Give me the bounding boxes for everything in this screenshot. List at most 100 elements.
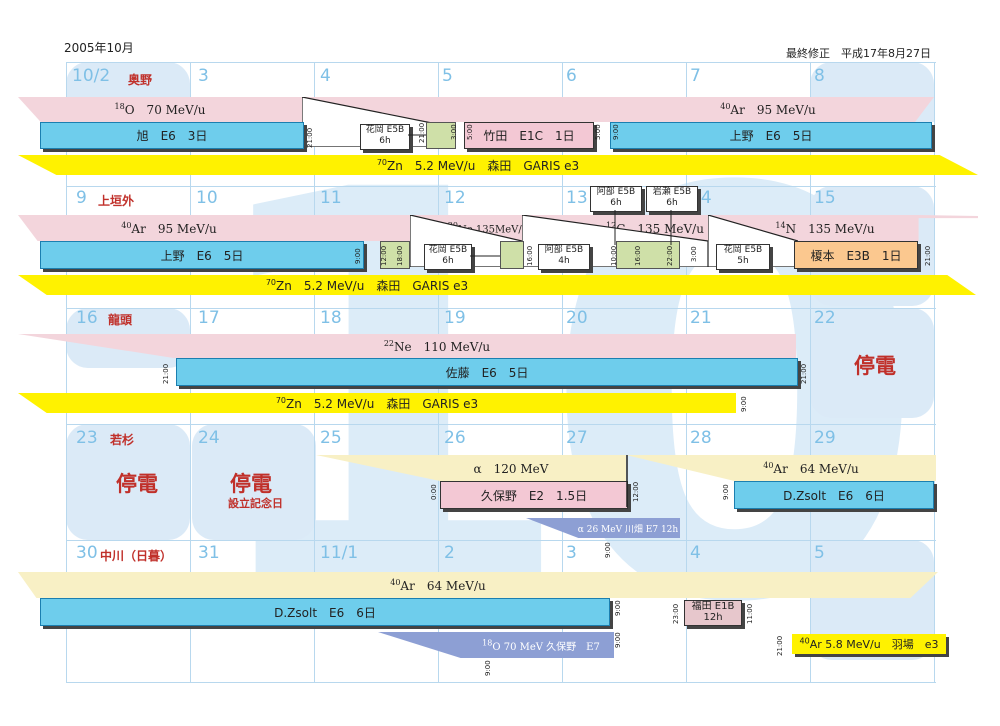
time-mark: 21:00 (162, 363, 170, 384)
beam-zn-week3: 70Zn 5.2 MeV/u 森田 GARIS e3 (18, 393, 736, 413)
day-number: 10 (196, 188, 218, 208)
day-number: 21 (690, 308, 712, 328)
day-number: 28 (690, 428, 712, 448)
day-number: 18 (320, 308, 342, 328)
beam-label: Ar 5.8 MeV/u 羽場 e3 (809, 638, 939, 651)
time-mark: 3:00 (690, 246, 698, 262)
beam-label: O 70 MeV/u (124, 103, 206, 117)
grid-row (66, 424, 936, 425)
pointer-lines (408, 134, 672, 257)
transition-wedge (626, 455, 628, 507)
isotope-mass: 40 (799, 636, 810, 646)
box-label: 阿部 E5B (596, 187, 636, 197)
outage-label: 停電 (230, 472, 272, 496)
time-mark: 11:00 (746, 603, 754, 624)
grid-col (810, 62, 811, 682)
day-number: 3 (566, 543, 577, 563)
time-mark: 9:00 (614, 632, 622, 648)
week-name: 奥野 (128, 73, 153, 87)
time-mark: 9:00 (484, 660, 492, 676)
day-number: 8 (814, 66, 825, 86)
isotope-mass: 12 (606, 220, 617, 230)
time-mark: 16:00 (634, 245, 642, 266)
beam-ar40-week2: 40Ar 95 MeV/u (18, 215, 410, 241)
beam-label: N 135 MeV/u (785, 221, 875, 236)
isotope-mass: 70 (265, 277, 277, 287)
beam-label: Ar 64 MeV/u (773, 461, 859, 476)
week-name: 若杉 (110, 433, 135, 447)
day-number: 11/1 (320, 543, 359, 563)
grid-row (66, 186, 936, 187)
isotope-mass: 14 (775, 220, 786, 230)
time-mark: 9:00 (604, 542, 612, 558)
isotope-mass: 22 (383, 338, 395, 348)
box-label: 阿部 E5B (544, 245, 584, 255)
grid-row (66, 308, 936, 309)
experiment-dzsolt-week5: D.Zsolt E6 6日 (40, 598, 610, 626)
day-number: 5 (814, 543, 825, 563)
time-mark: 9:00 (354, 248, 362, 264)
day-number: 5 (442, 66, 453, 86)
beam-label: Ar 95 MeV/u (131, 221, 217, 236)
day-number: 26 (444, 428, 466, 448)
day-number: 3 (198, 66, 209, 86)
green-slot (426, 122, 456, 149)
box-label: 福田 E1B (691, 601, 735, 612)
cell-bg-22 (810, 308, 934, 418)
beam-ar40-week5: 40Ar 64 MeV/u (18, 572, 938, 598)
beam-label: Zn 5.2 MeV/u 森田 GARIS e3 (387, 158, 580, 173)
beam-label: Ne 110 MeV/u (394, 339, 491, 354)
beam-label: Zn 5.2 MeV/u 森田 GARIS e3 (276, 278, 469, 293)
day-number: 22 (814, 308, 836, 328)
box-label: 花岡 E5B (723, 245, 763, 255)
time-mark: 18:00 (396, 245, 404, 266)
day-number: 19 (444, 308, 466, 328)
green-slot (616, 241, 680, 269)
beam-zn-week1: 70Zn 5.2 MeV/u 森田 GARIS e3 (18, 155, 978, 175)
day-number: 2 (444, 543, 455, 563)
time-mark: 21:00 (924, 245, 932, 266)
day-number: 29 (814, 428, 836, 448)
isotope-mass: 40 (720, 102, 731, 111)
isotope-mass: 70 (376, 157, 388, 167)
beam-ne22: 22Ne 110 MeV/u (18, 334, 796, 358)
experiment-kubono: 久保野 E2 1.5日 (440, 481, 628, 509)
beam-ar58: 40Ar 5.8 MeV/u 羽場 e3 (792, 634, 946, 654)
day-number: 4 (320, 66, 331, 86)
day-number: 4 (690, 543, 701, 563)
isotope-mass: 40 (390, 577, 401, 587)
box-label: 花岡 E5B (365, 125, 405, 135)
beam-label: Ne 135MeV/u (458, 224, 529, 236)
day-number: 20 (566, 308, 588, 328)
day-number: 16 (76, 308, 98, 328)
box-hours: 6h (610, 198, 622, 208)
day-number: 27 (566, 428, 588, 448)
box-hours: 5h (737, 256, 749, 266)
day-number: 11 (320, 188, 342, 208)
time-mark: 21:00 (776, 635, 784, 656)
cell-bg-23 (66, 424, 190, 540)
isotope-mass: 70 (275, 395, 287, 405)
experiment-asahi: 旭 E6 3日 (40, 122, 304, 149)
day-number: 23 (76, 428, 98, 448)
week-name: 龍頭 (108, 313, 133, 327)
box-label: 岩瀬 E5B (652, 187, 692, 197)
green-slot (500, 241, 524, 269)
day-number: 7 (690, 66, 701, 86)
grid-col (66, 62, 67, 682)
day-number: 31 (198, 543, 220, 563)
experiment-takeda: 竹田 E1C 1日 (464, 122, 594, 149)
week-name: 上垣外 (98, 194, 135, 208)
outage-note: 設立記念日 (228, 497, 283, 510)
day-number: 12 (444, 188, 466, 208)
isotope-mass: 40 (121, 220, 132, 230)
isotope-mass: 40 (763, 460, 774, 470)
beam-label: α 26 MeV 川畑 E7 12h (577, 524, 679, 535)
